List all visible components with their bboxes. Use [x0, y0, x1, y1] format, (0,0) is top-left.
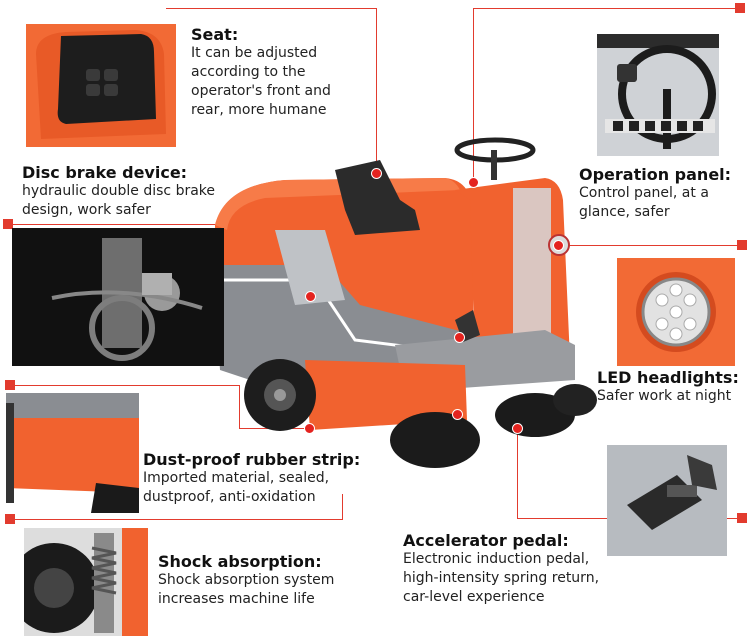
- shock-absorption-feature: Shock absorption: Shock absorption syste…: [158, 552, 334, 609]
- seat-photo: [26, 24, 176, 147]
- panel-marker: [735, 3, 745, 13]
- seat-hotspot[interactable]: [371, 168, 382, 179]
- seat-desc-line: operator's front and: [191, 83, 331, 99]
- shock-marker: [5, 514, 15, 524]
- seat-desc-line: rear, more humane: [191, 102, 327, 118]
- dust-strip-photo: [6, 393, 139, 513]
- dust-strip-desc-line: dustproof, anti-oxidation: [143, 489, 316, 505]
- operation-panel-photo: [597, 34, 719, 156]
- operation-panel-desc-line: glance, safer: [579, 204, 670, 220]
- dust-hotspot[interactable]: [304, 423, 315, 434]
- disc-brake-title: Disc brake device:: [22, 163, 188, 182]
- seat-connector-h: [166, 8, 377, 9]
- seat-feature: Seat: It can be adjusted according to th…: [191, 25, 331, 120]
- panel-hotspot[interactable]: [468, 177, 479, 188]
- operation-panel-title: Operation panel:: [579, 165, 732, 184]
- shock-absorption-title: Shock absorption:: [158, 552, 322, 571]
- shock-connector-v: [342, 494, 343, 519]
- pedal-hotspot[interactable]: [454, 332, 465, 343]
- brake-hotspot[interactable]: [305, 291, 316, 302]
- panel-connector-h: [473, 8, 740, 9]
- operation-panel-desc-line: Control panel, at a: [579, 185, 709, 201]
- led-connector-h: [558, 245, 742, 246]
- dust-connector-v: [239, 385, 240, 428]
- led-headlights-desc-line: Safer work at night: [597, 388, 732, 404]
- accelerator-pedal-desc-line: car-level experience: [403, 589, 545, 605]
- disc-brake-desc-line: design, work safer: [22, 202, 151, 218]
- seat-connector-v: [376, 8, 377, 173]
- accelerator-pedal-desc-line: Electronic induction pedal,: [403, 551, 590, 567]
- seat-title: Seat:: [191, 25, 239, 44]
- dust-strip-desc-line: Imported material, sealed,: [143, 470, 330, 486]
- panel-connector-v: [473, 8, 474, 180]
- sweeper-machine-image: [213, 137, 597, 468]
- shock-hotspot[interactable]: [452, 409, 463, 420]
- pedal-marker: [737, 513, 747, 523]
- pedal-connector-v: [517, 428, 518, 519]
- dust-strip-title: Dust-proof rubber strip:: [143, 450, 361, 469]
- shock-absorption-desc-line: Shock absorption system: [158, 572, 335, 588]
- brake-marker: [3, 219, 13, 229]
- led-headlight-photo: [617, 258, 735, 366]
- dust-connector-h: [10, 385, 240, 386]
- led-hotspot[interactable]: [553, 240, 564, 251]
- led-headlights-feature: LED headlights: Safer work at night: [597, 368, 739, 406]
- accelerator-pedal-photo: [607, 445, 727, 556]
- seat-desc-line: according to the: [191, 64, 306, 80]
- operation-panel-feature: Operation panel: Control panel, at a gla…: [579, 165, 731, 222]
- dust-marker: [5, 380, 15, 390]
- shock-absorption-photo: [24, 528, 148, 636]
- disc-brake-feature: Disc brake device: hydraulic double disc…: [22, 163, 215, 220]
- accelerator-pedal-title: Accelerator pedal:: [403, 531, 569, 550]
- disc-brake-photo: [12, 228, 224, 366]
- shock-connector-h: [10, 519, 343, 520]
- disc-brake-desc-line: hydraulic double disc brake: [22, 183, 216, 199]
- seat-desc-line: It can be adjusted: [191, 45, 318, 61]
- accelerator-pedal-feature: Accelerator pedal: Electronic induction …: [403, 531, 599, 607]
- led-marker: [737, 240, 747, 250]
- brake-connector-h: [8, 224, 311, 225]
- dust-strip-feature: Dust-proof rubber strip: Imported materi…: [143, 450, 360, 507]
- accelerator-pedal-desc-line: high-intensity spring return,: [403, 570, 600, 586]
- accel-hotspot[interactable]: [512, 423, 523, 434]
- led-headlights-title: LED headlights:: [597, 368, 739, 387]
- shock-absorption-desc-line: increases machine life: [158, 591, 315, 607]
